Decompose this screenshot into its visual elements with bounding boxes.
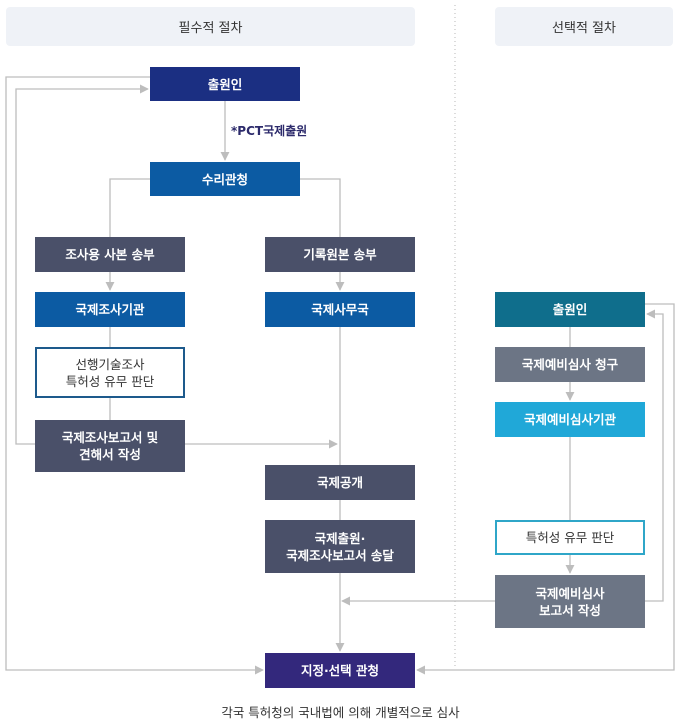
node-applicant: 출원인 <box>150 67 300 101</box>
node-designated-office: 지정·선택 관청 <box>265 653 415 688</box>
node-record-copy: 기록원본 송부 <box>265 237 415 272</box>
node-isa: 국제조사기관 <box>35 292 185 327</box>
node-transmission: 국제출원· 국제조사보고서 송달 <box>265 520 415 573</box>
node-international-bureau: 국제사무국 <box>265 292 415 327</box>
node-receiving-office: 수리관청 <box>150 162 300 196</box>
node-applicant-optional: 출원인 <box>495 292 645 327</box>
footer-note: 각국 특허청의 국내법에 의해 개별적으로 심사 <box>221 705 460 720</box>
pct-filing-label: *PCT국제출원 <box>231 124 308 138</box>
node-iper: 국제예비심사 보고서 작성 <box>495 575 645 628</box>
arrow-isr-to-applicant <box>15 84 149 445</box>
node-prior-art-search: 선행기술조사 특허성 유무 판단 <box>35 347 185 398</box>
header-required-procedure: 필수적 절차 <box>6 7 415 46</box>
node-ipea: 국제예비심사기관 <box>495 402 645 437</box>
node-search-copy: 조사용 사본 송부 <box>35 237 185 272</box>
line-ro-to-record-copy <box>300 178 341 237</box>
line-ro-to-search-copy <box>109 178 150 237</box>
header-optional-procedure: 선택적 절차 <box>495 7 673 46</box>
node-ipe-demand: 국제예비심사 청구 <box>495 347 645 382</box>
arrow-applicant2-to-do <box>416 303 675 675</box>
arrow-applicant-to-do <box>5 76 264 675</box>
node-publication: 국제공개 <box>265 465 415 500</box>
node-isr: 국제조사보고서 및 견해서 작성 <box>35 420 185 472</box>
arrow-iper-to-applicant2 <box>645 309 664 602</box>
node-patentability: 특허성 유무 판단 <box>495 520 645 555</box>
